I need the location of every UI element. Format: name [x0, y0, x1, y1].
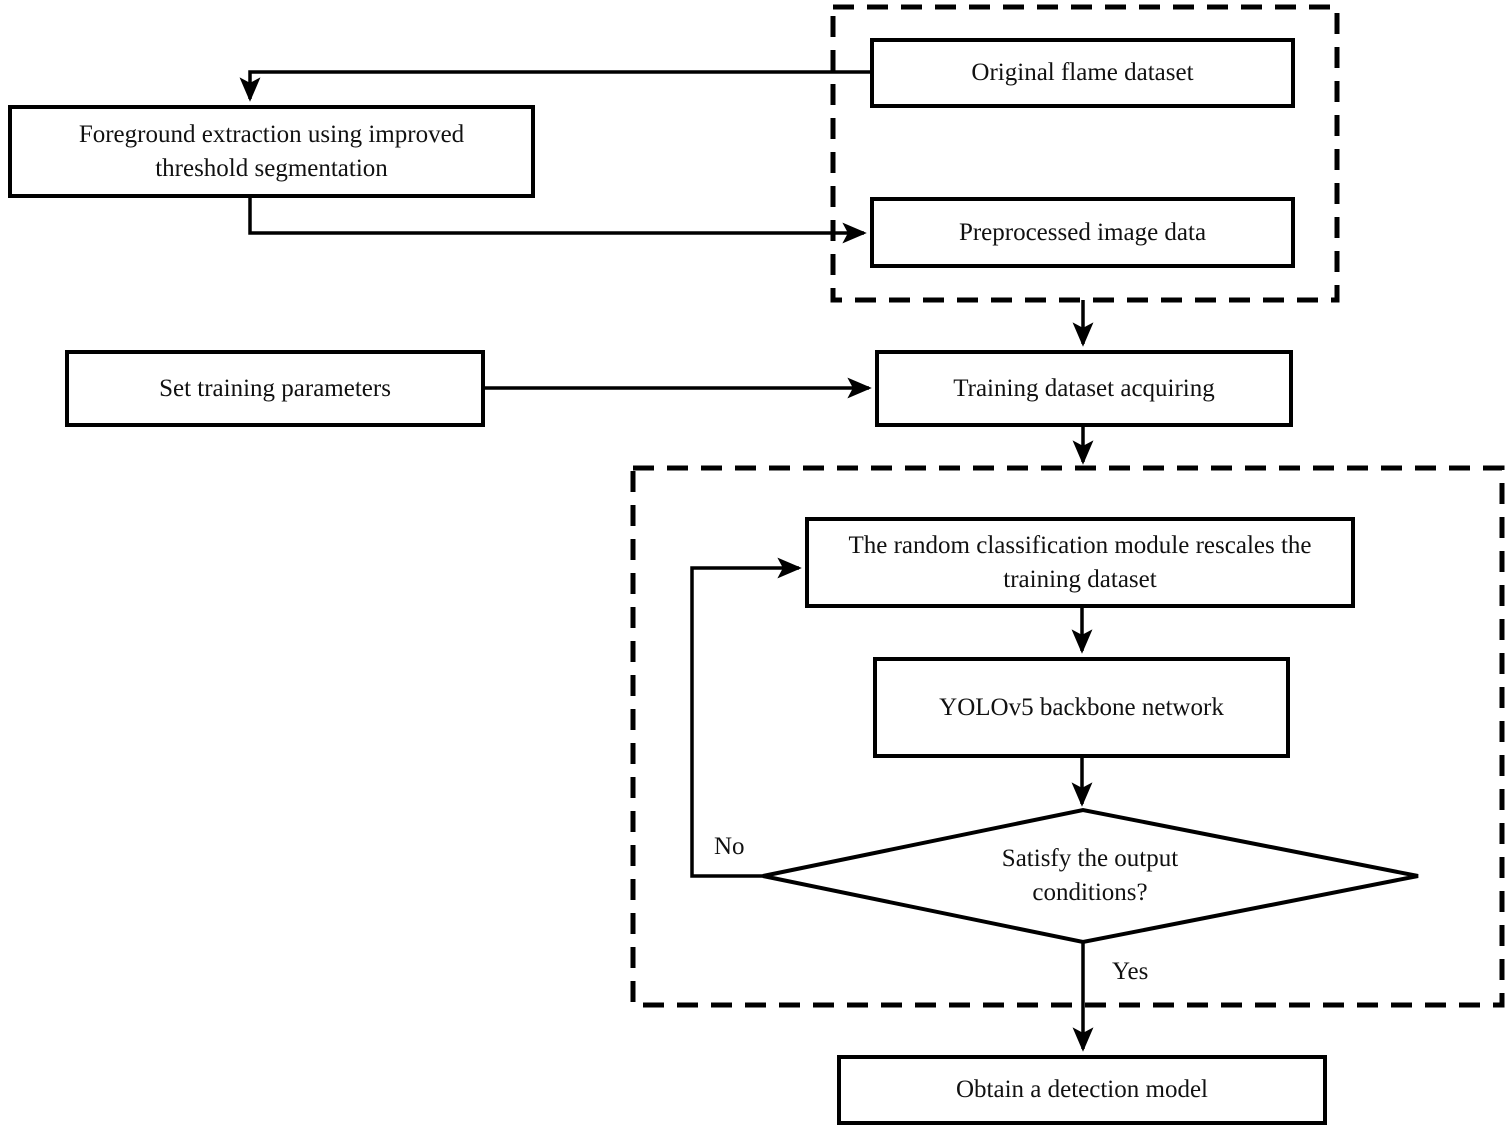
- node-original-flame-dataset: Original flame dataset: [870, 38, 1295, 108]
- node-set-training-parameters: Set training parameters: [65, 350, 485, 427]
- decision-diamond: [762, 807, 1419, 945]
- node-foreground-extraction: Foreground extraction using improved thr…: [8, 105, 535, 198]
- dashed-group-training-loop: [630, 465, 1505, 1008]
- edge-label-no: No: [714, 833, 745, 860]
- node-obtain-detection-model: Obtain a detection model: [837, 1055, 1327, 1125]
- edge-decision-no-loop: [690, 557, 802, 878]
- node-random-classification-module: The random classification module rescale…: [805, 517, 1355, 608]
- edge-original-to-foreground: [239, 70, 870, 102]
- decision-diamond-label: Satisfy the output conditions?: [1001, 845, 1179, 906]
- dashed-group-preprocessing: [830, 4, 1340, 303]
- node-yolov5-backbone-network: YOLOv5 backbone network: [873, 657, 1290, 758]
- node-preprocessed-image-data: Preprocessed image data: [870, 197, 1295, 268]
- edge-foreground-to-preprocessed: [248, 198, 867, 244]
- edge-label-yes: Yes: [1112, 958, 1149, 985]
- node-training-dataset-acquiring: Training dataset acquiring: [875, 350, 1293, 427]
